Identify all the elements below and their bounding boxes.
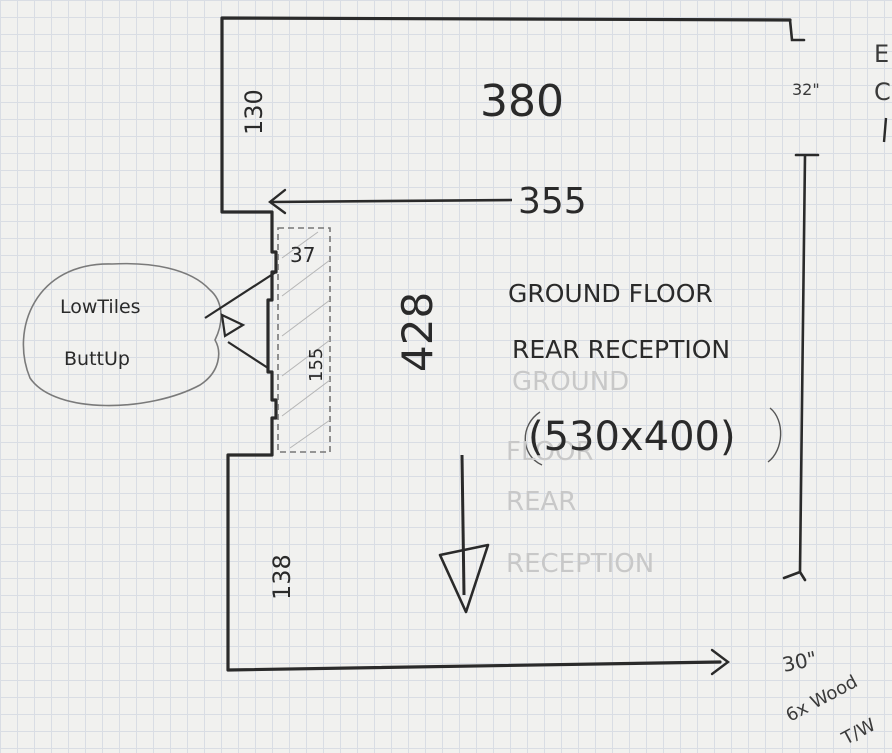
callout-arrow-lower [227,341,269,369]
measure-355-line [269,198,513,204]
label-tile-large: 155 [306,348,327,382]
room-name-line-1: GROUND FLOOR [508,279,713,308]
ghost-line-3: REAR [506,487,576,517]
ghost-line-4: RECEPTION [506,549,654,579]
label-tile-small: 37 [290,243,315,267]
room-name-line-2: REAR RECEPTION [512,335,730,364]
callout-line-1: LowTiles [60,296,141,318]
label-room-depth: 428 [393,292,442,372]
wood-note-line-2: T/W [838,714,880,749]
ghost-line-2: FLOOR [506,437,594,467]
label-notch-width: 355 [518,181,587,222]
room-size-bracket [524,411,543,466]
down-arrow-shaft [460,454,466,596]
callout-line-2: ButtUp [64,348,130,370]
callout-arrow [204,271,277,319]
ghost-line-1: GROUND [512,367,629,397]
wood-note-line-1: 6x Wood [782,671,861,726]
label-lower-left-wall: 138 [268,554,296,600]
edge-letter-c: C [874,78,891,106]
label-upper-left-wall: 130 [240,89,268,135]
room-size-bracket-right [767,407,782,463]
callout-bubble [22,262,222,407]
right-bottom-measure: 30" [780,646,819,677]
tile-hatching [281,231,331,449]
measure-355-arrowhead [268,188,287,215]
room-size: (530x400) [528,414,736,460]
edge-letter-e: E [874,40,889,68]
right-dimension-line [782,153,820,582]
label-top-width: 380 [480,76,564,127]
down-arrowhead [438,543,490,614]
room-outline [220,16,792,672]
bottom-arrowhead [710,648,730,676]
callout-arrowhead [220,313,246,338]
top-right-tick [788,18,806,42]
right-top-measure: 32" [792,80,820,99]
edge-mark [882,117,888,143]
